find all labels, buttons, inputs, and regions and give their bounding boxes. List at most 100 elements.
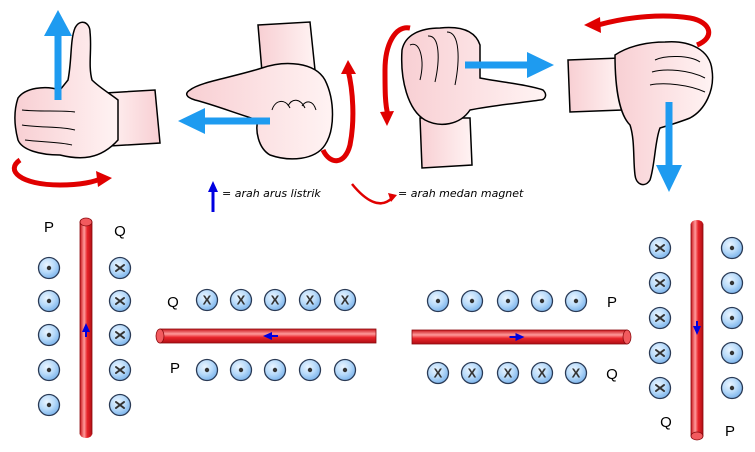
dot-icon — [539, 298, 545, 304]
field-into-page-symbol: X — [263, 288, 287, 312]
dot-icon — [435, 298, 441, 304]
field-into-page-symbol — [108, 393, 132, 417]
dot-icon — [729, 280, 735, 286]
field-arrow-icon — [320, 69, 356, 164]
dot-icon — [729, 385, 735, 391]
wire — [690, 220, 704, 441]
field-into-page-symbol: X — [426, 361, 450, 385]
field-out-of-page-symbol — [720, 306, 744, 330]
field-circle — [426, 361, 450, 385]
field-into-page-symbol — [648, 306, 672, 330]
current-up-arrow-icon — [82, 323, 90, 332]
dot-icon — [505, 298, 511, 304]
field-circle — [460, 361, 484, 385]
field-into-page-symbol — [648, 341, 672, 365]
field-out-of-page-symbol — [720, 236, 744, 260]
wrist — [567, 57, 623, 113]
dot-icon — [272, 367, 278, 373]
field-into-page-symbol: X — [460, 361, 484, 385]
legend-field-label: = arah medan magnet — [398, 187, 524, 200]
cross-icon — [115, 331, 125, 339]
dot-icon — [307, 367, 313, 373]
field-arrow-icon — [597, 13, 711, 48]
dot-icon — [46, 298, 52, 304]
field-out-of-page-symbol — [229, 358, 253, 382]
label-right: Q — [114, 223, 126, 240]
cross-icon — [655, 279, 665, 287]
field-into-page-symbol — [108, 358, 132, 382]
cross-icon: X — [237, 293, 246, 308]
wire — [155, 328, 377, 344]
current-arrow-right-icon — [527, 52, 554, 78]
dot-icon — [204, 367, 210, 373]
field-into-page-symbol — [108, 323, 132, 347]
field-out-of-page-symbol — [37, 358, 61, 382]
current-arrow-down-icon — [656, 165, 682, 192]
field-circle — [496, 361, 520, 385]
wire-end — [80, 430, 92, 438]
hand-thumb-down — [567, 13, 714, 192]
cross-icon: X — [468, 366, 477, 381]
label-bottom: Q — [606, 366, 618, 383]
field-into-page-symbol: X — [496, 361, 520, 385]
wire-end-cap — [79, 217, 93, 227]
field-into-page-symbol: X — [564, 361, 588, 385]
dot-icon — [729, 350, 735, 356]
field-circle — [263, 288, 287, 312]
legend-current-arrow-icon — [208, 181, 218, 192]
hand-palm — [186, 62, 334, 160]
field-out-of-page-symbol — [426, 289, 450, 313]
field-into-page-symbol: X — [298, 288, 322, 312]
current-down-arrow-icon — [693, 326, 701, 335]
field-out-of-page-symbol — [530, 289, 554, 313]
current-right-arrow-icon — [515, 333, 525, 341]
field-out-of-page-symbol — [298, 358, 322, 382]
cross-icon: X — [572, 366, 581, 381]
cross-icon — [655, 384, 665, 392]
cross-icon — [655, 314, 665, 322]
dot-icon — [46, 367, 52, 373]
dot-icon — [729, 245, 735, 251]
field-out-of-page-symbol — [720, 271, 744, 295]
cross-icon: X — [203, 293, 212, 308]
dot-icon — [469, 298, 475, 304]
hand-palm — [14, 21, 119, 159]
label-right: P — [725, 423, 735, 440]
legend-current-label: = arah arus listrik — [222, 187, 321, 200]
field-out-of-page-symbol — [37, 289, 61, 313]
field-out-of-page-symbol — [195, 358, 219, 382]
field-out-of-page-symbol — [496, 289, 520, 313]
cross-icon: X — [538, 366, 547, 381]
wire-end — [691, 220, 703, 228]
field-circle — [195, 288, 219, 312]
dot-icon — [46, 332, 52, 338]
dot-icon — [342, 367, 348, 373]
field-into-page-symbol — [108, 256, 132, 280]
wire-diagram-4: QP — [648, 220, 744, 441]
field-out-of-page-symbol — [37, 393, 61, 417]
cross-icon — [115, 366, 125, 374]
label-bottom: P — [170, 360, 180, 377]
field-arrow-icon — [382, 25, 411, 116]
field-into-page-symbol — [648, 271, 672, 295]
hand-thumb-up — [11, 10, 161, 188]
field-into-page-symbol: X — [333, 288, 357, 312]
current-left-arrow-icon — [263, 332, 272, 340]
cross-icon: X — [434, 366, 443, 381]
field-out-of-page-symbol — [37, 256, 61, 280]
cross-icon: X — [504, 366, 513, 381]
field-arrow-icon — [11, 157, 104, 188]
legend: = arah arus listrik = arah medan magnet — [208, 181, 524, 212]
hand-thumb-left — [178, 21, 356, 164]
cross-icon: X — [341, 293, 350, 308]
current-arrow-up-icon — [44, 10, 72, 36]
cross-icon — [115, 297, 125, 305]
label-left: P — [44, 219, 54, 236]
field-out-of-page-symbol — [564, 289, 588, 313]
field-into-page-symbol — [648, 236, 672, 260]
hand-thumb-right — [380, 25, 554, 169]
field-out-of-page-symbol — [37, 323, 61, 347]
